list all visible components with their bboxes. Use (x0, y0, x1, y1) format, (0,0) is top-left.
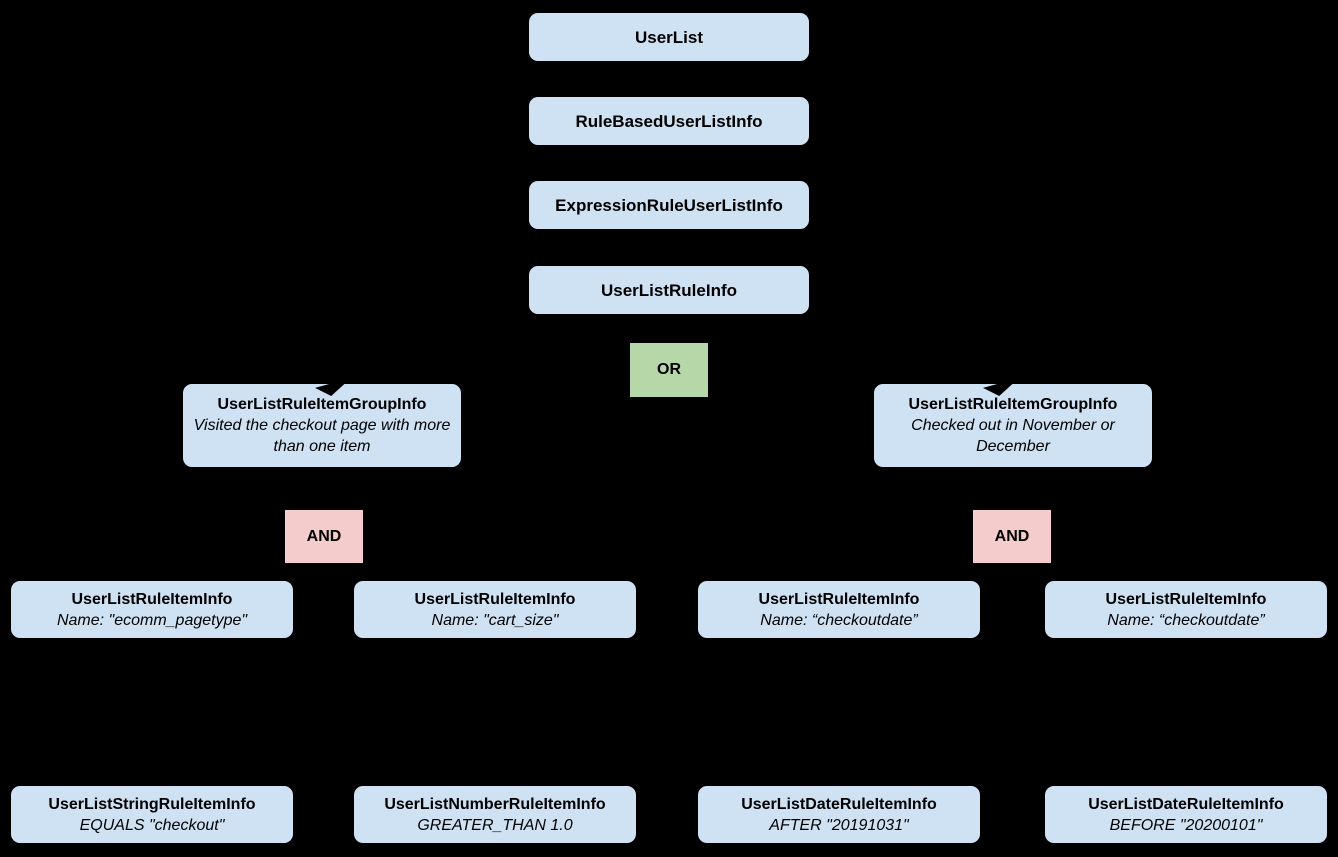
group-right-title: UserListRuleItemGroupInfo (908, 396, 1118, 413)
node-date-rule-item-after: UserListDateRuleItemInfo AFTER "20191031… (697, 785, 981, 844)
or-operator-label: OR (657, 361, 681, 378)
group-left-title: UserListRuleItemGroupInfo (217, 396, 427, 413)
operand-title: UserListStringRuleItemInfo (48, 795, 256, 813)
operand-detail: EQUALS "checkout" (79, 816, 225, 834)
and-operator-left-box: AND (285, 510, 363, 563)
operand-detail: GREATER_THAN 1.0 (417, 816, 573, 834)
node-rule-item-group-right: UserListRuleItemGroupInfo Checked out in… (873, 383, 1153, 468)
operand-title: UserListDateRuleItemInfo (1088, 795, 1284, 813)
node-user-list-rule-info-label: UserListRuleInfo (600, 280, 738, 300)
node-rule-item-checkoutdate-1: UserListRuleItemInfo Name: “checkoutdate… (697, 580, 981, 639)
operand-title: UserListDateRuleItemInfo (741, 795, 937, 813)
group-left-description: Visited the checkout page with more than… (193, 417, 451, 455)
node-rule-item-cart-size: UserListRuleItemInfo Name: "cart_size" (353, 580, 637, 639)
node-rule-item-group-left: UserListRuleItemGroupInfo Visited the ch… (182, 383, 462, 468)
rule-item-detail: Name: "ecomm_pagetype" (56, 611, 248, 629)
rule-item-title: UserListRuleItemInfo (71, 590, 233, 608)
operand-detail: AFTER "20191031" (769, 816, 909, 834)
node-number-rule-item: UserListNumberRuleItemInfo GREATER_THAN … (353, 785, 637, 844)
operand-title: UserListNumberRuleItemInfo (384, 795, 606, 813)
rule-item-title: UserListRuleItemInfo (758, 590, 920, 608)
node-rule-item-checkoutdate-2: UserListRuleItemInfo Name: “checkoutdate… (1044, 580, 1328, 639)
group-right-description: Checked out in November or December (911, 417, 1115, 455)
node-user-list-rule-info: UserListRuleInfo (528, 265, 810, 315)
and-operator-left-label: AND (306, 527, 342, 545)
node-string-rule-item: UserListStringRuleItemInfo EQUALS "check… (10, 785, 294, 844)
node-expression-rule-user-list-info: ExpressionRuleUserListInfo (528, 180, 810, 230)
rule-item-title: UserListRuleItemInfo (414, 590, 576, 608)
operand-detail: BEFORE "20200101" (1109, 816, 1263, 834)
rule-item-detail: Name: “checkoutdate” (760, 611, 918, 629)
node-rule-based-user-list-info: RuleBasedUserListInfo (528, 96, 810, 146)
rule-item-detail: Name: “checkoutdate” (1107, 611, 1265, 629)
node-date-rule-item-before: UserListDateRuleItemInfo BEFORE "2020010… (1044, 785, 1328, 844)
node-userlist: UserList (528, 12, 810, 62)
node-rule-item-ecomm-pagetype: UserListRuleItemInfo Name: "ecomm_pagety… (10, 580, 294, 639)
and-operator-right-box: AND (973, 510, 1051, 563)
or-operator-box: OR (630, 343, 708, 397)
node-userlist-label: UserList (634, 27, 704, 47)
rule-item-title: UserListRuleItemInfo (1105, 590, 1267, 608)
node-rule-based-user-list-info-label: RuleBasedUserListInfo (575, 111, 763, 131)
rule-item-detail: Name: "cart_size" (431, 611, 559, 629)
node-expression-rule-user-list-info-label: ExpressionRuleUserListInfo (555, 195, 783, 215)
and-operator-right-label: AND (994, 527, 1030, 545)
